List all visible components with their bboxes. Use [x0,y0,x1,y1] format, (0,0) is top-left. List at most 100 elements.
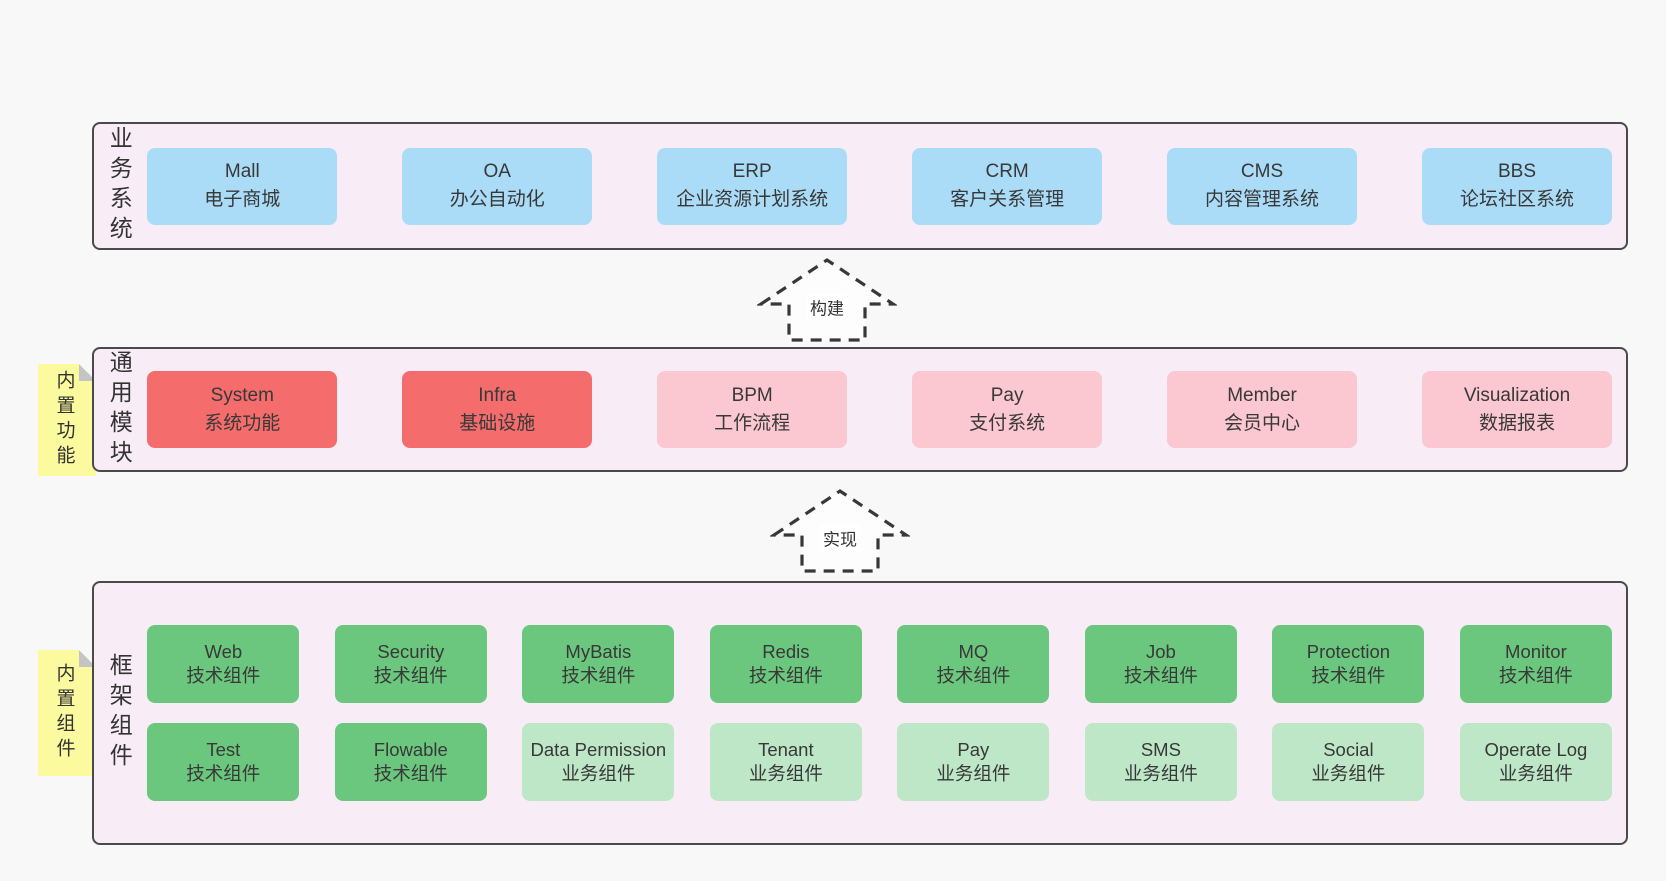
component-box-mall: Mall 电子商城 [147,147,338,225]
box-name-en: Social [1323,738,1374,760]
component-box-pay: Pay 支付系统 [912,371,1103,448]
component-box-monitor: Monitor 技术组件 [1459,625,1612,703]
component-box-job: Job 技术组件 [1084,625,1237,703]
box-name-cn: 支付系统 [969,412,1046,434]
component-box-mq: MQ 技术组件 [897,625,1050,703]
box-name-cn: 技术组件 [186,763,261,784]
business-systems-band-title: 业务系统 [106,126,133,246]
box-name-cn: 企业资源计划系统 [676,189,829,210]
component-box-data-permission: Data Permission 业务组件 [522,723,675,801]
box-name-en: Security [377,640,445,662]
box-name-cn: 技术组件 [186,665,261,686]
box-name-cn: 会员中心 [1224,412,1301,434]
build-arrow: 构建 [757,256,897,344]
box-name-cn: 技术组件 [936,665,1011,686]
box-name-en: CRM [985,161,1029,183]
box-name-cn: 技术组件 [373,665,448,686]
component-box-visualization: Visualization 数据报表 [1421,371,1612,448]
component-box-test: Test 技术组件 [147,723,300,801]
box-name-en: CMS [1240,161,1284,183]
component-box-oa: OA 办公自动化 [402,147,593,225]
box-name-cn: 业务组件 [561,763,636,784]
box-name-en: Test [206,738,241,760]
box-name-en: Infra [478,384,517,406]
box-name-en: Redis [762,640,810,662]
sticky-note-label: 内置功能 [53,370,75,470]
box-name-cn: 电子商城 [204,189,281,210]
box-name-cn: 内容管理系统 [1205,189,1320,210]
box-name-cn: 办公自动化 [449,189,545,210]
business-systems-band: 业务系统 Mall 电子商城 OA 办公自动化 ERP 企业资源计划系统 CRM 客户关系管理… [92,122,1628,250]
box-name-en: Pay [957,738,990,760]
box-name-en: SMS [1140,738,1181,760]
component-box-tenant: Tenant 业务组件 [709,723,862,801]
sticky-note-label: 内置组件 [53,663,75,763]
component-box-erp: ERP 企业资源计划系统 [657,147,848,225]
box-name-cn: 业务组件 [748,763,823,784]
component-box-system: System 系统功能 [147,371,338,448]
box-name-cn: 技术组件 [561,665,636,686]
component-box-social: Social 业务组件 [1272,723,1425,801]
box-name-cn: 客户关系管理 [950,189,1065,210]
box-name-en: Flowable [373,738,448,760]
box-name-en: Member [1227,384,1297,406]
box-name-en: Protection [1306,640,1391,662]
component-box-pay: Pay 业务组件 [897,723,1050,801]
box-name-cn: 技术组件 [1311,665,1386,686]
component-box-protection: Protection 技术组件 [1272,625,1425,703]
box-name-en: Operate Log [1484,738,1588,760]
component-box-cms: CMS 内容管理系统 [1167,147,1358,225]
component-box-bbs: BBS 论坛社区系统 [1421,147,1612,225]
box-name-en: Job [1145,640,1176,662]
box-name-cn: 数据报表 [1478,412,1555,434]
component-box-mybatis: MyBatis 技术组件 [522,625,675,703]
framework-components-band-title: 框架组件 [106,653,133,773]
box-name-en: OA [483,161,511,183]
component-box-security: Security 技术组件 [334,625,487,703]
box-name-en: MQ [958,640,989,662]
box-name-cn: 业务组件 [1123,763,1198,784]
box-name-en: MyBatis [565,640,632,662]
box-name-en: BPM [731,384,773,406]
component-box-crm: CRM 客户关系管理 [912,147,1103,225]
box-name-en: Pay [990,384,1024,406]
sticky-note-built-in-components: 内置组件 [38,650,96,776]
box-name-en: Mall [224,161,260,183]
box-name-en: Data Permission [530,738,667,760]
component-box-redis: Redis 技术组件 [709,625,862,703]
implement-arrow: 实现 [770,487,910,575]
component-box-operate-log: Operate Log 业务组件 [1459,723,1612,801]
box-name-cn: 技术组件 [748,665,823,686]
box-name-en: BBS [1497,161,1536,183]
box-name-cn: 业务组件 [1498,763,1573,784]
implement-arrow-label: 实现 [820,524,860,552]
box-name-cn: 业务组件 [936,763,1011,784]
component-box-sms: SMS 业务组件 [1084,723,1237,801]
box-name-cn: 系统功能 [204,412,281,434]
component-box-member: Member 会员中心 [1167,371,1358,448]
box-name-en: ERP [732,161,772,183]
business-systems-box-rows: Mall 电子商城 OA 办公自动化 ERP 企业资源计划系统 CRM 客户关系管理 CMS 内容… [131,147,1626,225]
box-name-en: Tenant [758,738,814,760]
box-row: Mall 电子商城 OA 办公自动化 ERP 企业资源计划系统 CRM 客户关系管理 CMS 内容… [147,147,1612,225]
box-name-cn: 技术组件 [1498,665,1573,686]
box-name-cn: 技术组件 [1123,665,1198,686]
box-name-en: Visualization [1463,384,1571,406]
box-name-en: Monitor [1505,640,1567,662]
box-name-cn: 论坛社区系统 [1459,189,1574,210]
common-modules-band-title: 通用模块 [106,349,133,470]
box-name-cn: 业务组件 [1311,763,1386,784]
box-name-en: System [210,384,274,406]
